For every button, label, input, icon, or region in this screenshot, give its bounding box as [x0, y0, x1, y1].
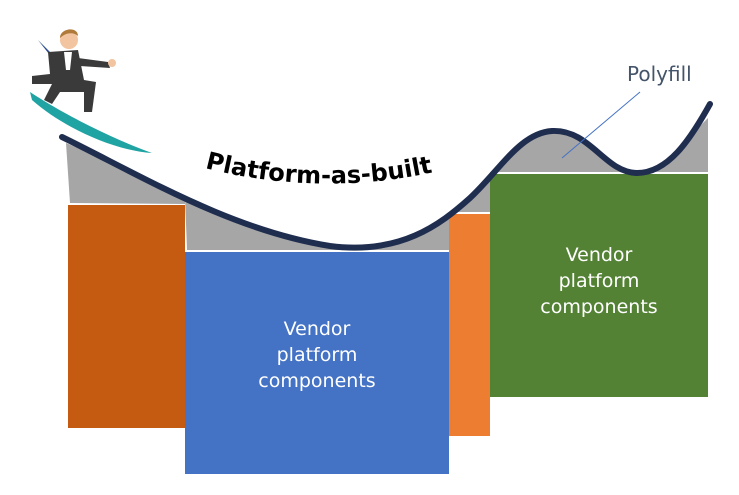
- platform-curve: [59, 101, 713, 251]
- platform-as-built-text: Platform-as-built: [203, 147, 434, 190]
- vendor-label-line: platform: [558, 270, 640, 292]
- custom-block-left: [68, 205, 185, 428]
- surfer-shirt: [64, 52, 72, 70]
- vendor-label-line: components: [540, 296, 658, 318]
- vendor-label-line: platform: [276, 344, 358, 366]
- polyfill-area-center: [185, 198, 449, 250]
- vendor-block-blue: [185, 252, 449, 474]
- polyfill-area-left: [66, 143, 185, 204]
- polyfill-label: Polyfill: [627, 62, 692, 86]
- vendor-label-line: Vendor: [283, 318, 351, 340]
- custom-block-middle: [449, 214, 490, 436]
- surfer-arm: [78, 58, 110, 68]
- platform-as-built-label: Platform-as-built: [203, 147, 434, 190]
- surfer-hair: [60, 29, 78, 38]
- surfer-head: [60, 31, 78, 49]
- vendor-block-green-label: Vendor platform components: [490, 242, 708, 320]
- surfer-hand: [108, 59, 116, 67]
- vendor-block-blue-label: Vendor platform components: [185, 316, 449, 394]
- vendor-block-green: [490, 174, 708, 397]
- polyfill-area-right: [490, 118, 708, 178]
- vendor-label-line: components: [258, 370, 376, 392]
- vendor-label-line: Vendor: [565, 244, 633, 266]
- polyfill-callout-line: [561, 91, 641, 159]
- businessman-surfing-icon: [30, 29, 152, 153]
